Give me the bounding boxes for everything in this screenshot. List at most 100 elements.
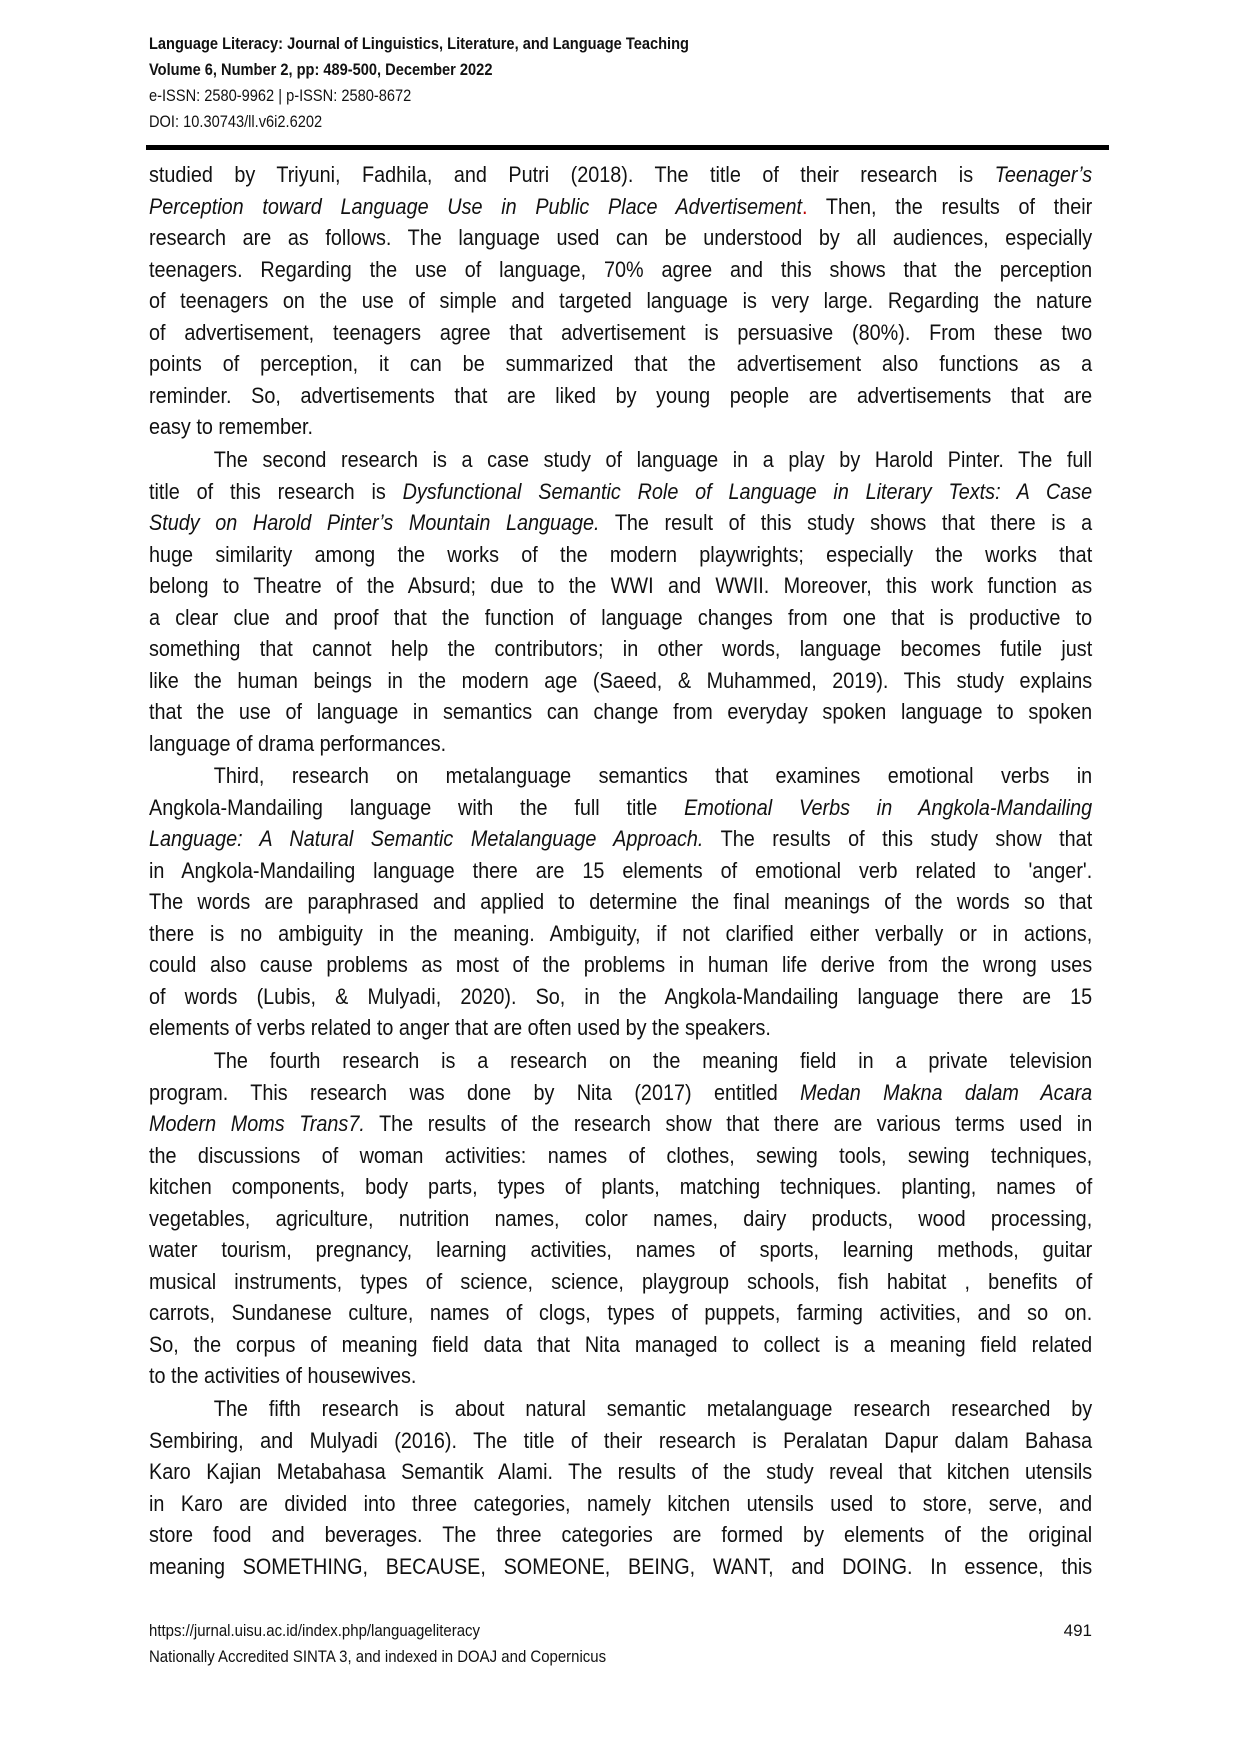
text-segment: that the use of language in semantics ca… <box>149 699 1093 724</box>
italic-title-text: Modern Moms Trans7. <box>149 1111 365 1136</box>
journal-url[interactable]: https://jurnal.uisu.ac.id/index.php/lang… <box>149 1621 480 1640</box>
italic-title-text: Dysfunctional Semantic Role of Language … <box>402 478 1093 504</box>
text-line: research are as follows. The language us… <box>149 222 1092 254</box>
text-segment: Karo Kajian Metabahasa Semantik Alami. T… <box>149 1459 1093 1484</box>
text-line: the discussions of woman activities: nam… <box>149 1140 1092 1172</box>
italic-title-text: Perception toward Language Use in Public… <box>149 193 803 219</box>
text-line: reminder. So, advertisements that are li… <box>149 380 1092 412</box>
text-line: like the human beings in the modern age … <box>149 665 1092 697</box>
text-line: Third, research on metalanguage semantic… <box>149 760 1092 792</box>
text-segment: The fifth research is about natural sema… <box>213 1396 1093 1421</box>
text-line: program. This research was done by Nita … <box>149 1077 1092 1109</box>
text-segment: in Karo are divided into three categorie… <box>149 1490 1093 1516</box>
text-line: a clear clue and proof that the function… <box>149 602 1092 634</box>
text-line: title of this research is Dysfunctional … <box>149 476 1092 508</box>
text-segment: easy to remember. <box>149 414 313 439</box>
doi-info: DOI: 10.30743/ll.v6i2.6202 <box>149 112 323 131</box>
text-segment: to the activities of housewives. <box>149 1363 417 1388</box>
text-line: of advertisement, teenagers agree that a… <box>149 317 1092 349</box>
header-rule <box>146 145 1109 150</box>
issn-info: e-ISSN: 2580-9962 | p-ISSN: 2580-8672 <box>149 86 412 105</box>
journal-title: Language Literacy: Journal of Linguistic… <box>149 34 689 53</box>
text-segment: The result of this study shows that ther… <box>599 510 1093 535</box>
text-segment: Angkola-Mandailing language with the ful… <box>149 794 685 820</box>
text-line: vegetables, agriculture, nutrition names… <box>149 1203 1092 1235</box>
text-line: elements of verbs related to anger that … <box>149 1012 1092 1044</box>
text-line: So, the corpus of meaning field data tha… <box>149 1329 1092 1361</box>
text-segment: The second research is a case study of l… <box>213 447 1093 472</box>
text-segment: like the human beings in the modern age … <box>149 667 1093 693</box>
text-line: there is no ambiguity in the meaning. Am… <box>149 918 1092 950</box>
text-segment: store food and beverages. The three cate… <box>149 1522 1093 1547</box>
text-line: belong to Theatre of the Absurd; due to … <box>149 570 1092 602</box>
italic-title-text: Medan Makna dalam Acara <box>800 1079 1093 1105</box>
text-line: Karo Kajian Metabahasa Semantik Alami. T… <box>149 1456 1092 1488</box>
text-line: teenagers. Regarding the use of language… <box>149 254 1092 286</box>
italic-title-text: Study on Harold Pinter’s Mountain Langua… <box>149 510 600 535</box>
italic-title-text: Teenager’s <box>994 162 1093 187</box>
text-line: of teenagers on the use of simple and ta… <box>149 285 1092 317</box>
text-line: Modern Moms Trans7. The results of the r… <box>149 1108 1092 1140</box>
text-segment: musical instruments, types of science, s… <box>149 1268 1093 1294</box>
text-segment: teenagers. Regarding the use of language… <box>149 256 1093 282</box>
text-segment: there is no ambiguity in the meaning. Am… <box>149 920 1093 946</box>
text-line: carrots, Sundanese culture, names of clo… <box>149 1297 1092 1329</box>
text-line: Language: A Natural Semantic Metalanguag… <box>149 823 1092 855</box>
text-line: Sembiring, and Mulyadi (2016). The title… <box>149 1425 1092 1457</box>
text-segment: water tourism, pregnancy, learning activ… <box>149 1237 1093 1262</box>
text-line: The words are paraphrased and applied to… <box>149 886 1092 918</box>
paragraph: The fourth research is a research on the… <box>149 1045 1092 1392</box>
text-line: studied by Triyuni, Fadhila, and Putri (… <box>149 159 1092 191</box>
text-segment: of advertisement, teenagers agree that a… <box>149 319 1093 345</box>
text-segment: reminder. So, advertisements that are li… <box>149 382 1093 408</box>
text-segment: Then, the results of their <box>807 193 1093 219</box>
text-line: The fifth research is about natural sema… <box>149 1393 1092 1425</box>
text-segment: The fourth research is a research on the… <box>213 1048 1093 1073</box>
text-segment: in Angkola-Mandailing language there are… <box>149 857 1093 883</box>
text-segment: something that cannot help the contribut… <box>149 636 1093 661</box>
text-line: easy to remember. <box>149 411 1092 443</box>
text-line: points of perception, it can be summariz… <box>149 348 1092 380</box>
text-segment: Third, research on metalanguage semantic… <box>213 763 1093 788</box>
text-line: musical instruments, types of science, s… <box>149 1266 1092 1298</box>
page-number: 491 <box>1063 1621 1092 1640</box>
text-segment: The words are paraphrased and applied to… <box>149 889 1093 914</box>
paragraph: studied by Triyuni, Fadhila, and Putri (… <box>149 159 1092 443</box>
text-line: language of drama performances. <box>149 728 1092 760</box>
text-segment: points of perception, it can be summariz… <box>149 351 1093 376</box>
text-line: The fourth research is a research on the… <box>149 1045 1092 1077</box>
italic-title-text: Emotional Verbs in Angkola-Mandailing <box>684 794 1093 820</box>
text-segment: The results of this study show that <box>703 826 1093 851</box>
text-line: kitchen components, body parts, types of… <box>149 1171 1092 1203</box>
text-segment: elements of verbs related to anger that … <box>149 1015 771 1040</box>
text-segment: the discussions of woman activities: nam… <box>149 1142 1093 1168</box>
text-line: huge similarity among the works of the m… <box>149 539 1092 571</box>
text-segment: carrots, Sundanese culture, names of clo… <box>149 1300 1093 1325</box>
text-segment: The results of the research show that th… <box>364 1111 1093 1136</box>
paragraph: The fifth research is about natural sema… <box>149 1393 1092 1582</box>
text-line: The second research is a case study of l… <box>149 444 1092 476</box>
text-segment: of teenagers on the use of simple and ta… <box>149 288 1093 313</box>
accreditation-note: Nationally Accredited SINTA 3, and index… <box>149 1647 607 1666</box>
text-line: something that cannot help the contribut… <box>149 633 1092 665</box>
text-segment: of words (Lubis, & Mulyadi, 2020). So, i… <box>149 983 1093 1009</box>
volume-info: Volume 6, Number 2, pp: 489-500, Decembe… <box>149 60 493 79</box>
text-segment: studied by Triyuni, Fadhila, and Putri (… <box>149 162 995 187</box>
text-segment: . <box>802 193 808 219</box>
text-line: to the activities of housewives. <box>149 1360 1092 1392</box>
text-segment: Sembiring, and Mulyadi (2016). The title… <box>149 1427 1093 1453</box>
text-segment: language of drama performances. <box>149 730 447 756</box>
text-segment: a clear clue and proof that the function… <box>149 604 1093 630</box>
text-segment: meaning SOMETHING, BECAUSE, SOMEONE, BEI… <box>149 1553 1093 1579</box>
text-segment: belong to Theatre of the Absurd; due to … <box>149 573 1093 598</box>
text-line: store food and beverages. The three cate… <box>149 1519 1092 1551</box>
text-line: Study on Harold Pinter’s Mountain Langua… <box>149 507 1092 539</box>
text-segment: kitchen components, body parts, types of… <box>149 1174 1093 1199</box>
text-line: Perception toward Language Use in Public… <box>149 191 1092 223</box>
text-line: in Karo are divided into three categorie… <box>149 1488 1092 1520</box>
text-segment: research are as follows. The language us… <box>149 225 1093 250</box>
text-line: could also cause problems as most of the… <box>149 949 1092 981</box>
text-segment: could also cause problems as most of the… <box>149 952 1093 977</box>
text-segment: vegetables, agriculture, nutrition names… <box>149 1205 1093 1231</box>
text-line: meaning SOMETHING, BECAUSE, SOMEONE, BEI… <box>149 1551 1092 1583</box>
